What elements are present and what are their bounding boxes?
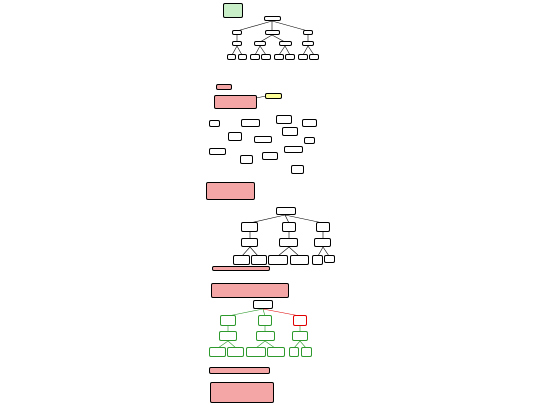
edge: [277, 246, 290, 257]
edge: [254, 45, 261, 56]
tree1-level1-node[interactable]: [232, 30, 242, 35]
scatter-box[interactable]: [276, 115, 292, 124]
edge: [271, 20, 309, 32]
tree3-level2-node[interactable]: [292, 331, 308, 341]
edge: [284, 214, 290, 224]
tree2-level2-node[interactable]: [241, 238, 258, 247]
tree3-leaf[interactable]: [289, 347, 299, 357]
tree3-leaf[interactable]: [246, 347, 266, 357]
tree1-leaf[interactable]: [250, 54, 260, 60]
scatter-box[interactable]: [228, 132, 242, 141]
tree1-level2-node[interactable]: [302, 41, 314, 46]
edge: [227, 308, 264, 317]
tree1-level2-node[interactable]: [254, 41, 266, 46]
tree1-leaf[interactable]: [274, 54, 284, 60]
tree1-leaf[interactable]: [227, 54, 236, 60]
tree2-level2-node[interactable]: [314, 238, 331, 247]
scatter-box[interactable]: [291, 165, 304, 174]
scatter-box[interactable]: [240, 155, 253, 164]
scatter-box[interactable]: [282, 127, 298, 136]
tree2-root[interactable]: [276, 207, 296, 215]
note-e: [209, 367, 270, 374]
tree3-level1-node[interactable]: [220, 315, 236, 326]
tree1-level1-node[interactable]: [265, 30, 280, 35]
scatter-box[interactable]: [209, 120, 220, 127]
note-sticky: [265, 93, 282, 99]
scatter-box[interactable]: [254, 136, 272, 143]
edge: [293, 340, 301, 349]
scatter-box[interactable]: [284, 146, 303, 153]
tree1-leaf[interactable]: [298, 54, 308, 60]
tree1-leaf[interactable]: [309, 54, 319, 60]
scatter-box[interactable]: [262, 152, 278, 160]
note-small: [216, 84, 232, 90]
edge: [259, 34, 273, 43]
edge: [217, 340, 229, 349]
tree2-leaf[interactable]: [233, 255, 250, 265]
edge: [284, 45, 291, 56]
tree1-leaf[interactable]: [261, 54, 271, 60]
tree3-leaf[interactable]: [227, 347, 244, 357]
edge: [264, 340, 276, 349]
edge: [249, 246, 259, 257]
tree2-level1-node[interactable]: [316, 222, 330, 232]
note-a: [214, 95, 257, 109]
tree2-leaf[interactable]: [268, 255, 288, 265]
tree2-level1-node[interactable]: [282, 222, 296, 232]
tree3-level2-node[interactable]: [219, 331, 237, 341]
edge: [262, 308, 301, 317]
scatter-box[interactable]: [302, 119, 317, 127]
edge: [288, 246, 300, 257]
edge: [322, 246, 330, 257]
edge: [227, 340, 237, 349]
edge: [255, 340, 266, 349]
note-c: [212, 266, 270, 271]
edge: [241, 246, 251, 257]
edge: [255, 95, 267, 99]
tree1-level1-node[interactable]: [303, 30, 313, 35]
tree3-level1-node[interactable]: [258, 315, 272, 326]
scatter-box[interactable]: [241, 119, 260, 127]
edge: [278, 45, 286, 56]
tree1-level2-node[interactable]: [232, 41, 242, 46]
scatter-box[interactable]: [209, 148, 226, 155]
edge: [317, 246, 324, 257]
tree1-level2-node[interactable]: [279, 41, 292, 46]
tree3-leaf[interactable]: [267, 347, 285, 357]
legend-box: [223, 3, 243, 18]
edge: [302, 45, 309, 56]
tree3-leaf[interactable]: [301, 347, 312, 357]
edge: [259, 45, 267, 56]
note-f: [210, 382, 274, 403]
edge: [249, 214, 286, 224]
tree2-leaf[interactable]: [324, 255, 335, 263]
tree2-level1-node[interactable]: [241, 222, 258, 232]
tree2-leaf[interactable]: [290, 255, 309, 265]
note-b: [206, 182, 255, 200]
tree1-leaf[interactable]: [285, 54, 295, 60]
tree2-leaf[interactable]: [312, 255, 323, 265]
tree1-root[interactable]: [264, 16, 281, 21]
tree3-level2-node[interactable]: [256, 331, 275, 341]
edge: [271, 34, 286, 43]
tree3-leaf[interactable]: [209, 347, 226, 357]
tree3-level1-node[interactable]: [293, 315, 307, 326]
tree3-root[interactable]: [253, 300, 273, 309]
edge: [236, 45, 243, 56]
edge: [284, 214, 324, 224]
tree2-level2-node[interactable]: [279, 238, 298, 247]
scatter-box[interactable]: [304, 137, 315, 144]
edge: [299, 340, 307, 349]
tree1-leaf[interactable]: [238, 54, 247, 60]
tree2-leaf[interactable]: [251, 255, 267, 265]
edge: [262, 308, 266, 317]
note-d: [211, 283, 289, 298]
edge: [307, 45, 315, 56]
edge: [236, 20, 273, 32]
edge: [231, 45, 238, 56]
